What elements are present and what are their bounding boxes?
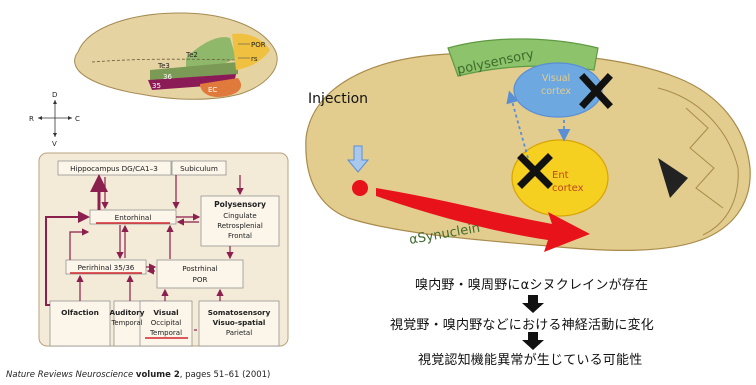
somato-l2: Visuo-spatial: [213, 318, 266, 327]
olfaction-label: Olfaction: [61, 308, 99, 317]
statement-1: 嗅内野・嗅周野にαシヌクレインが存在: [415, 274, 648, 293]
down-arrow-1-icon: [522, 295, 544, 313]
hippocampal-flowchart: Hippocampus DG/CA1–3 Subiculum Entorhina…: [0, 0, 300, 360]
auditory-title: Auditory: [110, 308, 145, 317]
auditory-sub: Temporal: [110, 319, 142, 327]
citation-journal: Nature Reviews Neuroscience: [6, 370, 133, 380]
polysensory-title: Polysensory: [214, 200, 266, 209]
perirhinal-label: Perirhinal 35/36: [78, 263, 135, 272]
statement-3: 視覚認知機能異常が生じている可能性: [418, 349, 642, 368]
polysensory-l1: Cingulate: [223, 212, 256, 220]
ent-cortex-l2: cortex: [552, 183, 584, 194]
visual-cortex-l2: cortex: [541, 86, 571, 97]
citation-volume: volume 2: [136, 370, 180, 380]
citation-pages: , pages 51–61 (2001): [180, 370, 271, 380]
somato-title: Somatosensory: [208, 308, 271, 317]
postrhinal-l2: POR: [193, 275, 208, 284]
visual-cortex-l1: Visual: [542, 73, 570, 84]
injection-label: Injection: [308, 91, 368, 107]
statement-2: 視覚野・嗅内野などにおける神経活動に変化: [390, 314, 654, 333]
ent-cortex-l1: Ent: [552, 170, 569, 181]
somato-l3: Parietal: [226, 329, 252, 337]
visual-l2: Temporal: [149, 329, 182, 337]
polysensory-l3: Frontal: [228, 232, 252, 240]
hippocampus-label: Hippocampus DG/CA1–3: [70, 164, 158, 173]
entorhinal-label: Entorhinal: [115, 213, 152, 222]
injection-brain-diagram: polysensory Visual cortex Ent cortex αSy…: [298, 28, 756, 256]
citation: Nature Reviews Neuroscience volume 2, pa…: [6, 370, 270, 380]
polysensory-l2: Retrosplenial: [217, 222, 263, 230]
visual-title: Visual: [153, 308, 178, 317]
visual-l1: Occipital: [151, 319, 182, 327]
down-arrow-2-icon: [522, 332, 544, 350]
subiculum-label: Subiculum: [180, 164, 218, 173]
postrhinal-l1: Postrhinal: [182, 264, 217, 273]
injection-site-dot: [352, 180, 368, 196]
